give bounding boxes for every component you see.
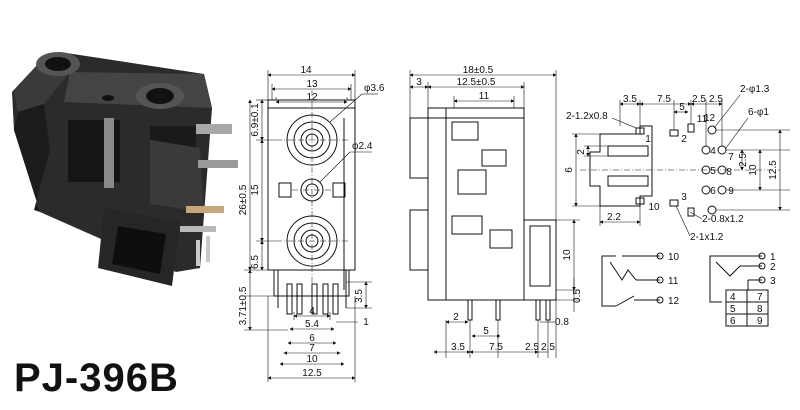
svg-text:8: 8 bbox=[726, 167, 732, 178]
pad-12 bbox=[687, 207, 695, 217]
svg-text:3: 3 bbox=[681, 192, 687, 203]
side-dim-10: 10 bbox=[562, 249, 573, 261]
product-render-3d bbox=[12, 52, 238, 286]
fp-note-pin-holes: 6-φ1 bbox=[748, 107, 769, 118]
schem-grid-7: 7 bbox=[757, 292, 763, 303]
side-base-3.5: 3.5 bbox=[451, 342, 465, 353]
front-dim-6: 6 bbox=[309, 333, 315, 344]
fp-dim-5: 5 bbox=[679, 102, 685, 113]
schem-pin-12: 12 bbox=[668, 296, 680, 307]
fp-dim-2.5b: 2.5 bbox=[709, 94, 723, 105]
fp-note-mount-holes: 2-φ1.3 bbox=[740, 84, 770, 95]
side-dim-0.8: 0.8 bbox=[555, 317, 569, 328]
svg-text:2: 2 bbox=[681, 134, 687, 145]
fp-dim-r10: 10 bbox=[748, 164, 759, 176]
schem-grid-5: 5 bbox=[730, 304, 736, 315]
fp-note-pad-b: 2-1x1.2 bbox=[690, 232, 724, 243]
svg-text:6: 6 bbox=[710, 186, 716, 197]
side-base-2.5b: 2.5 bbox=[541, 342, 555, 353]
side-dim-11: 11 bbox=[479, 91, 490, 102]
side-dim-0.5: 0.5 bbox=[572, 289, 583, 303]
svg-text:9: 9 bbox=[728, 186, 734, 197]
side-dim-2: 2 bbox=[453, 312, 459, 323]
fp-dim-r2.5: 2.5 bbox=[738, 153, 749, 167]
fp-dim-7.5: 7.5 bbox=[657, 94, 671, 105]
svg-text:7: 7 bbox=[728, 152, 734, 163]
schem-grid-9: 9 bbox=[757, 316, 763, 327]
pad-4 bbox=[701, 145, 711, 155]
pad-5 bbox=[701, 165, 711, 175]
fp-dim-2.2: 2.2 bbox=[607, 212, 621, 223]
pad-11 bbox=[687, 123, 695, 133]
front-dim-26: 26±0.5 bbox=[238, 184, 249, 215]
fp-note-slot-pads: 2-1.2x0.8 bbox=[566, 111, 608, 122]
schem-pin-11: 11 bbox=[668, 276, 679, 287]
svg-text:10: 10 bbox=[648, 202, 660, 213]
pad-9 bbox=[717, 185, 727, 195]
schem-grid-8: 8 bbox=[757, 304, 763, 315]
pad-10 bbox=[635, 197, 645, 205]
schematic-left: 10 11 12 bbox=[601, 252, 680, 307]
schem-pin-2: 2 bbox=[770, 262, 776, 273]
side-base-7.5: 7.5 bbox=[489, 342, 503, 353]
front-dim-13: 13 bbox=[306, 79, 318, 90]
front-dim-15: 15 bbox=[250, 184, 261, 196]
front-dim-6.5: 6.5 bbox=[250, 255, 261, 269]
pad-8 bbox=[717, 165, 727, 175]
schem-pin-10: 10 bbox=[668, 252, 680, 263]
front-dim-3.71: 3.71±0.5 bbox=[238, 286, 249, 325]
schematic-right: 1 2 3 4 7 5 8 6 9 bbox=[709, 252, 776, 327]
pad-6 bbox=[701, 185, 711, 195]
side-dim-5: 5 bbox=[483, 326, 489, 337]
front-dim-12: 12 bbox=[306, 92, 318, 103]
svg-text:11: 11 bbox=[697, 114, 708, 125]
front-dim-14: 14 bbox=[300, 65, 312, 76]
svg-text:5: 5 bbox=[710, 166, 716, 177]
svg-text:4: 4 bbox=[710, 146, 716, 157]
pad-3 bbox=[669, 199, 679, 207]
side-view: 18±0.5 3 12.5±0.5 11 10 0.5 2 5 0.8 3.5 … bbox=[409, 65, 583, 358]
fp-dim-3.5: 3.5 bbox=[623, 94, 637, 105]
front-dim-12.5: 12.5 bbox=[302, 368, 322, 379]
side-dim-3: 3 bbox=[416, 77, 422, 88]
model-name: PJ-396B bbox=[14, 356, 179, 400]
fp-dim-6: 6 bbox=[564, 167, 575, 173]
schem-grid-6: 6 bbox=[730, 316, 736, 327]
svg-text:12: 12 bbox=[704, 113, 716, 124]
side-dim-12.5: 12.5±0.5 bbox=[457, 77, 496, 88]
front-dim-5.4: 5.4 bbox=[305, 319, 319, 330]
svg-text:1: 1 bbox=[645, 134, 651, 145]
front-dim-1: 1 bbox=[363, 317, 369, 328]
schem-pin-3: 3 bbox=[770, 276, 776, 287]
front-view: 14 13 12 φ3.6 φ2.4 6.9±0.1 26±0.5 15 6.5… bbox=[238, 65, 385, 382]
front-hole-small-dia: φ2.4 bbox=[352, 141, 373, 152]
fp-dim-2: 2 bbox=[576, 149, 587, 155]
fp-dim-2.5a: 2.5 bbox=[692, 94, 706, 105]
front-dim-10: 10 bbox=[306, 354, 318, 365]
front-dim-6.9: 6.9±0.1 bbox=[250, 103, 261, 137]
fp-note-pad-a: 2-0.8x1.2 bbox=[702, 214, 744, 225]
front-dim-4: 4 bbox=[309, 306, 315, 317]
schem-grid-4: 4 bbox=[730, 292, 736, 303]
front-hole-large-dia: φ3.6 bbox=[364, 83, 385, 94]
schem-pin-1: 1 bbox=[770, 252, 776, 263]
side-base-2.5a: 2.5 bbox=[525, 342, 539, 353]
pad-2 bbox=[669, 129, 679, 137]
pad-1 bbox=[635, 127, 645, 135]
pcb-footprint: 1 2 3 4 5 6 7 8 9 10 11 12 3.5 7.5 2.5 2… bbox=[564, 84, 790, 243]
front-dim-3.5: 3.5 bbox=[354, 289, 365, 303]
front-dim-7: 7 bbox=[309, 343, 315, 354]
pad-7 bbox=[717, 145, 727, 155]
side-dim-18: 18±0.5 bbox=[463, 65, 494, 76]
fp-dim-r12.5: 12.5 bbox=[768, 160, 779, 180]
